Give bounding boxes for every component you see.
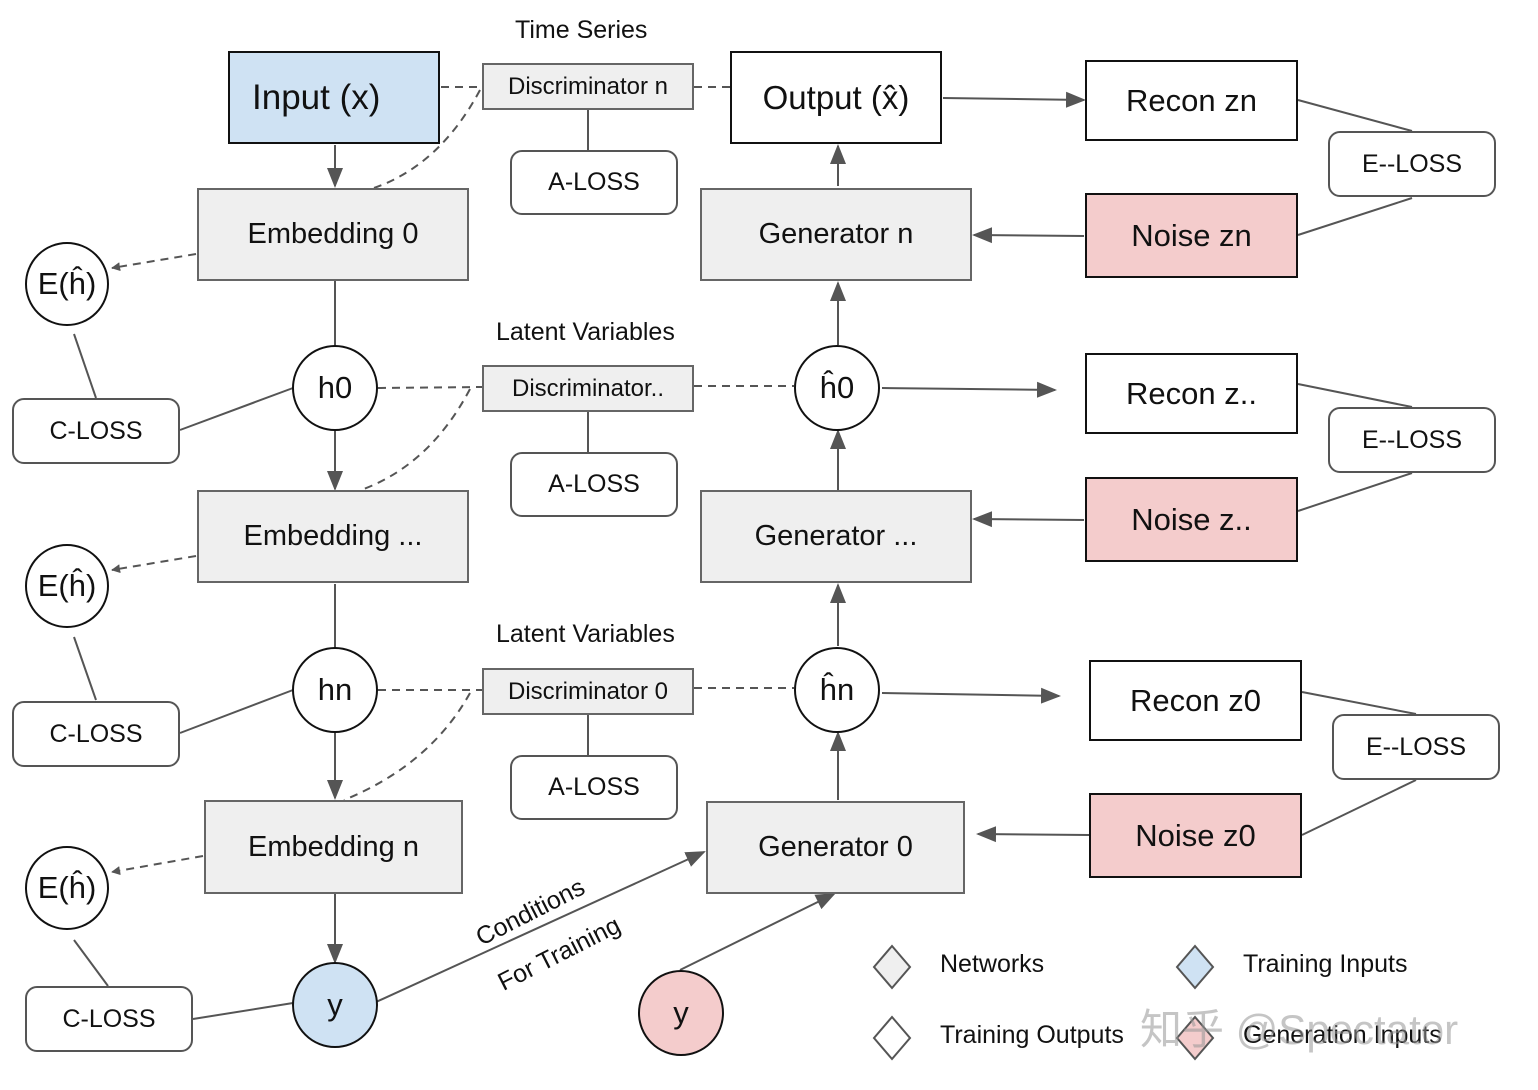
- legend-training-inputs-label: Training Inputs: [1243, 950, 1408, 978]
- discriminator-0: Discriminator 0: [482, 668, 694, 715]
- legend-training-inputs-diamond: [1175, 944, 1215, 990]
- line-noise-mid-eloss: [1297, 472, 1413, 512]
- generator-0: Generator 0: [706, 801, 965, 894]
- legend-training-outputs-diamond: [872, 1015, 912, 1061]
- watermark: 知乎 @Spectator: [1140, 1006, 1459, 1053]
- time-series-label: Time Series: [515, 16, 648, 44]
- latent-variables-label-2: Latent Variables: [496, 620, 675, 648]
- output-node: Output (x̂): [730, 51, 942, 144]
- recon-mid: Recon z..: [1085, 353, 1298, 434]
- arrow-hhatn-to-recon-z0: [881, 687, 1061, 704]
- c-loss-1: C-LOSS: [12, 398, 180, 464]
- legend-networks-label: Networks: [940, 950, 1045, 978]
- arrow-y-conditions-to-generator0: [375, 851, 706, 1003]
- embedding-0: Embedding 0: [197, 188, 469, 281]
- discriminator-n: Discriminator n: [482, 63, 694, 110]
- line-recon-zn-eloss: [1297, 99, 1413, 132]
- e-h-circle-3: E(ĥ): [25, 846, 109, 930]
- arrow-hhat0-to-recon: [881, 381, 1057, 398]
- generator-mid: Generator ...: [700, 490, 972, 583]
- embedding-n: Embedding n: [204, 800, 463, 894]
- dashed-embedding-to-eh: [111, 555, 197, 574]
- a-loss-2: A-LOSS: [510, 452, 678, 517]
- hhatn-circle: ĥn: [794, 647, 880, 733]
- e-loss-3: E--LOSS: [1332, 714, 1500, 780]
- e-h-circle-1: E(ĥ): [25, 242, 109, 326]
- embedding-mid: Embedding ...: [197, 490, 469, 583]
- dashed-embedding-curve: [360, 388, 471, 491]
- legend-networks-diamond: [872, 944, 912, 990]
- line-eh-closs-2: [73, 636, 97, 701]
- y-training-circle: y: [292, 962, 378, 1048]
- recon-zn: Recon zn: [1085, 60, 1298, 141]
- a-loss-1: A-LOSS: [510, 150, 678, 215]
- legend-generation-inputs-label: Generation Inputs: [1243, 1021, 1442, 1049]
- line-noise-z0-eloss: [1301, 779, 1417, 836]
- e-loss-1: E--LOSS: [1328, 131, 1496, 197]
- h0-circle: h0: [292, 345, 378, 431]
- arrow-noise-zn-to-generatorn: [972, 227, 1085, 244]
- dashed-embeddingn-curve: [343, 692, 471, 801]
- dashed-embedding0-curve: [373, 89, 481, 189]
- arrow-output-to-recon-zn: [942, 91, 1086, 108]
- line-closs-h0: [179, 387, 294, 431]
- arrow-generation-y-to-generator0: [679, 893, 836, 971]
- noise-zn: Noise zn: [1085, 193, 1298, 278]
- line-eh-closs-1: [73, 333, 97, 399]
- noise-z0: Noise z0: [1089, 793, 1302, 878]
- dashed-h0-to-disc: [377, 386, 483, 389]
- c-loss-2: C-LOSS: [12, 701, 180, 767]
- e-h-circle-2: E(ĥ): [25, 544, 109, 628]
- line-eh-closs-3: [73, 939, 109, 987]
- latent-variables-label-1: Latent Variables: [496, 318, 675, 346]
- arrow-noise-z0-to-generator0: [976, 826, 1090, 843]
- a-loss-3: A-LOSS: [510, 755, 678, 820]
- hhat0-circle: ĥ0: [794, 345, 880, 431]
- hn-circle: hn: [292, 647, 378, 733]
- input-node: Input (x): [228, 51, 440, 144]
- legend-training-outputs-label: Training Outputs: [940, 1021, 1124, 1049]
- c-loss-3: C-LOSS: [25, 986, 193, 1052]
- recon-z0: Recon z0: [1089, 660, 1302, 741]
- line-noise-zn-eloss: [1297, 197, 1413, 236]
- y-generation-circle: y: [638, 970, 724, 1056]
- generator-n: Generator n: [700, 188, 972, 281]
- line-closs-hn: [179, 689, 294, 734]
- line-recon-z0-eloss: [1301, 691, 1417, 715]
- line-closs-y: [192, 1002, 294, 1020]
- line-recon-mid-eloss: [1297, 383, 1413, 408]
- arrow-noise-to-generator: [972, 511, 1085, 528]
- dashed-embedding0-to-eh: [111, 253, 197, 272]
- discriminator-mid: Discriminator..: [482, 365, 694, 412]
- dashed-embeddingn-to-eh: [111, 855, 204, 876]
- noise-mid: Noise z..: [1085, 477, 1298, 562]
- e-loss-2: E--LOSS: [1328, 407, 1496, 473]
- legend-generation-inputs-diamond: [1175, 1015, 1215, 1061]
